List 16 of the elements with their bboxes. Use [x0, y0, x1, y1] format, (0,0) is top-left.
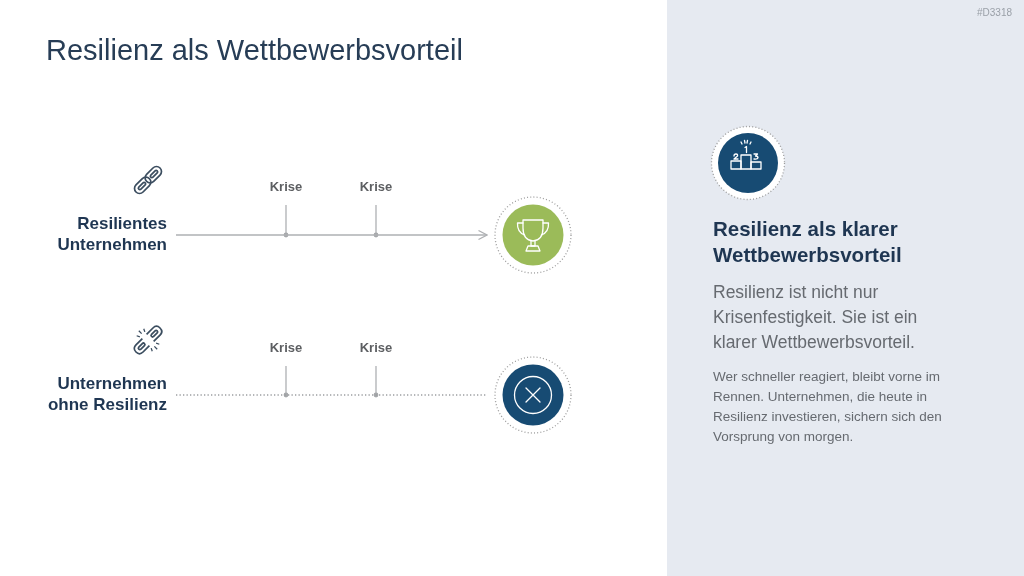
crisis-label: Krise — [269, 340, 303, 355]
row-heading: Resilientes Unternehmen — [56, 213, 167, 255]
crisis-label: Krise — [269, 179, 303, 194]
arrow — [175, 229, 488, 241]
panel-heading: Resilienz als klarer Wettbewerbsvorteil — [713, 216, 903, 268]
side-panel — [667, 0, 1024, 576]
crisis-label: Krise — [359, 340, 393, 355]
dotted-line — [175, 394, 488, 396]
trophy-icon — [493, 195, 573, 275]
cross-icon — [493, 355, 573, 435]
slide-title: Resilienz als Wettbewerbsvorteil — [46, 34, 463, 67]
panel-body-text: Wer schneller reagiert, bleibt vorne im Rennen. Unternehmen, die heute in Resilienz investieren, sichern sich den Vorsprung von morgen. — [713, 368, 943, 446]
crisis-label: Krise — [359, 179, 393, 194]
row-heading: Unternehmen ohne Resilienz — [46, 373, 167, 415]
panel-lead-text: Resilienz ist nicht nur Krisenfestigkeit. Sie ist ein klarer Wettbewerbsvorteil. — [713, 281, 919, 354]
document-code: #D3318 — [976, 7, 1012, 18]
